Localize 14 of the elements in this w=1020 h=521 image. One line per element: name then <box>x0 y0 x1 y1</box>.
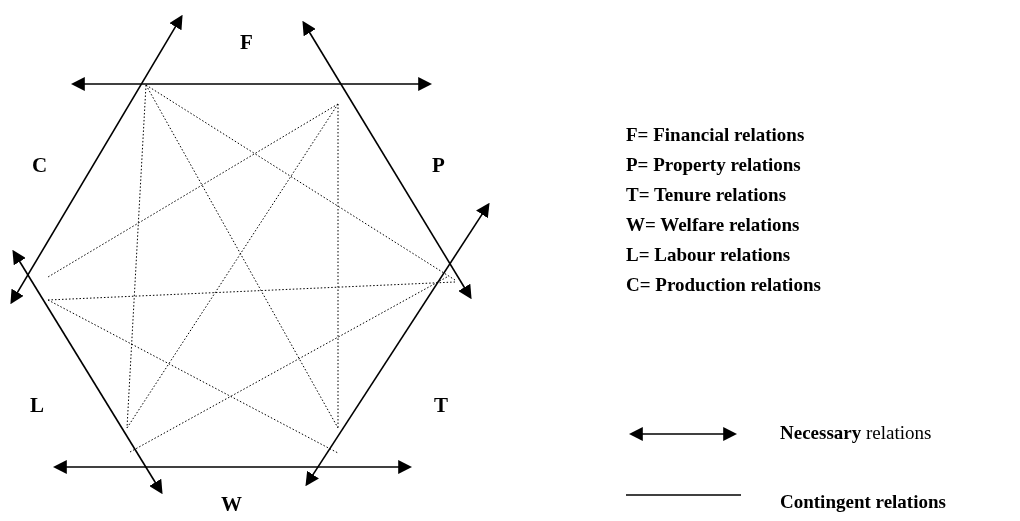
key-entry: F= Financial relations <box>626 123 806 147</box>
key-entry: P= Property relations <box>626 153 802 177</box>
key-entry: L= Labour relations <box>626 243 792 267</box>
side-letter: C <box>32 155 48 176</box>
legend-text: Contingent relations <box>780 491 946 513</box>
side-letter: W <box>221 494 242 515</box>
side-letter: L <box>30 395 44 416</box>
legend-text: Necessary relations <box>780 422 932 444</box>
key-entry: T= Tenure relations <box>626 183 788 207</box>
side-letter: P <box>432 155 445 176</box>
key-entry: C= Production relations <box>626 273 821 297</box>
side-letter: F <box>240 32 253 53</box>
key-entry: W= Welfare relations <box>626 213 801 237</box>
side-letter: T <box>434 395 448 416</box>
